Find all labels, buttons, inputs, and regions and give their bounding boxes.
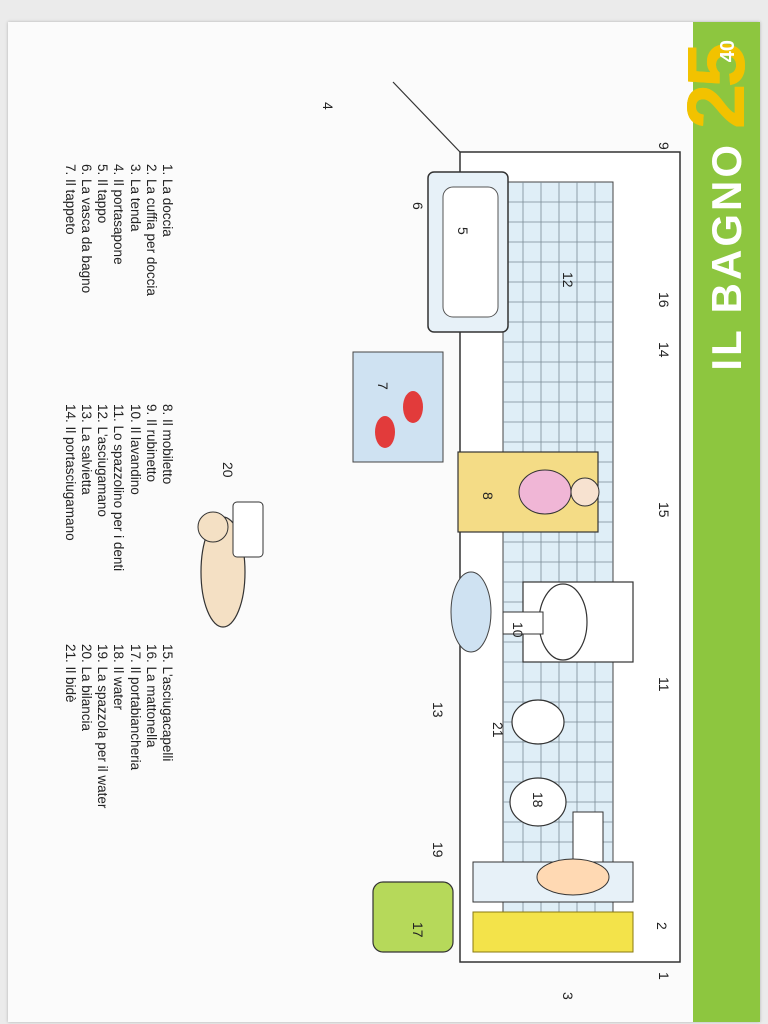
legend-item: 18. Il water: [111, 644, 127, 711]
legend-column-3: 15. L'asciugacapelli 16. La mattonella 1…: [62, 644, 175, 874]
callout-21: 21: [490, 722, 506, 738]
fish-rug: [352, 351, 444, 463]
callout-10: 10: [510, 622, 526, 638]
page-number: 40: [717, 40, 739, 63]
legend-item: 3. La tenda: [127, 164, 143, 232]
callout-1: 1: [656, 972, 672, 980]
callout-11: 11: [656, 677, 672, 692]
callout-7: 7: [375, 382, 391, 390]
callout-15: 15: [656, 502, 672, 518]
legend-item: 8. Il mobiletto: [160, 404, 175, 485]
callout-6: 6: [410, 202, 426, 210]
floor-line: [392, 81, 461, 153]
callout-18: 18: [530, 792, 546, 808]
sink-mat: [450, 571, 492, 653]
legend-item: 17. Il portabiancheria: [127, 644, 143, 771]
callout-13: 13: [430, 702, 446, 718]
sink: [502, 581, 634, 663]
callout-3: 3: [560, 992, 576, 1000]
legend-item: 2. La cuffia per doccia: [143, 164, 159, 296]
legend-item: 13. La salvietta: [78, 404, 94, 495]
legend-item: 4. Il portasapone: [111, 164, 127, 265]
legend-item: 14. Il portasciugamano: [62, 404, 78, 541]
callout-numbers: 1 2 3 4 5 6 7 8 9 10 11 12 13 14 15 16 1…: [220, 102, 672, 1000]
legend-item: 15. L'asciugacapelli: [160, 644, 175, 762]
shower-area: [472, 858, 634, 953]
legend-item: 20. La bilancia: [78, 644, 94, 732]
legend-item: 11. Lo spazzolino per i denti: [111, 404, 127, 572]
callout-19: 19: [430, 842, 446, 858]
callout-2: 2: [654, 922, 670, 930]
shower-curtain: [472, 911, 634, 953]
legend-item: 10. Il lavandino: [127, 404, 143, 495]
legend-item: 7. Il tappeto: [62, 164, 78, 235]
callout-9: 9: [656, 142, 672, 150]
callout-17: 17: [410, 922, 426, 938]
callout-8: 8: [480, 492, 496, 500]
callout-14: 14: [656, 342, 672, 358]
legend-item: 16. La mattonella: [143, 644, 159, 748]
bathtub: [427, 171, 509, 333]
rotated-page-content: 2 5 IL BAGNO 40: [8, 22, 760, 1022]
dog-on-scale: [197, 501, 264, 628]
callout-4: 4: [320, 102, 336, 110]
callout-5: 5: [455, 227, 471, 235]
callout-20: 20: [220, 462, 236, 478]
legend-item: 12. L'asciugamano: [95, 404, 111, 517]
book-page: 2 5 IL BAGNO 40: [8, 22, 760, 1022]
bathroom-illustration: 1 2 3 4 5 6 7 8 9 10 11 12 13 14 15 16 1…: [197, 81, 681, 1000]
legend-item: 19. La spazzola per il water: [95, 644, 111, 809]
girl-figure: [518, 469, 600, 515]
toilet: [509, 777, 567, 827]
legend-item: 5. Il tappo: [95, 164, 111, 224]
legend-item: 6. La vasca da bagno: [78, 164, 94, 294]
legend-item: 1. La doccia: [160, 164, 175, 237]
callout-12: 12: [560, 272, 576, 288]
bidet: [511, 699, 565, 745]
laundry-basket: [372, 881, 454, 953]
bathroom-scale: [232, 501, 264, 558]
chapter-title: IL BAGNO: [703, 142, 750, 371]
legend-item: 21. Il bidè: [62, 644, 78, 703]
legend-column-2: 8. Il mobiletto 9. Il rubinetto 10. Il l…: [62, 404, 175, 634]
legend-column-1: 1. La doccia 2. La cuffia per doccia 3. …: [62, 164, 175, 394]
legend-item: 9. Il rubinetto: [143, 404, 159, 483]
callout-16: 16: [656, 292, 672, 308]
